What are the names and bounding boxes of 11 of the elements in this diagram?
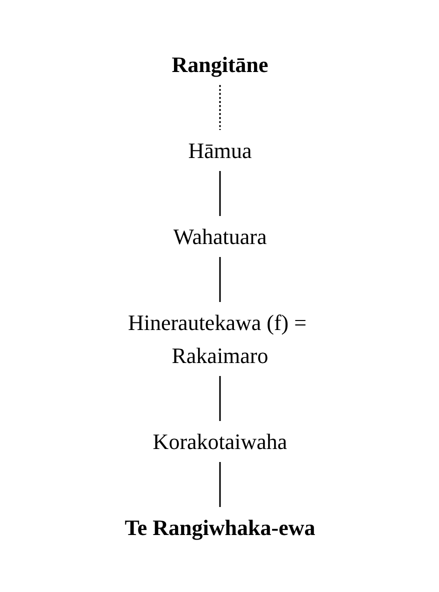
node-text: Korakotaiwaha xyxy=(152,429,287,454)
connector xyxy=(218,257,220,302)
node-text: Wahatuara xyxy=(172,224,266,249)
connector xyxy=(218,171,220,216)
node-text: Hāmua xyxy=(188,138,252,163)
node-text: Rangitāne xyxy=(171,52,268,77)
node-text: Te Rangiwhaka-ewa xyxy=(124,515,315,540)
connector xyxy=(218,376,220,421)
connector xyxy=(218,462,220,507)
node-text: Hinerautekawa (f) = Rakaimaro xyxy=(127,310,306,368)
connector xyxy=(218,85,220,130)
